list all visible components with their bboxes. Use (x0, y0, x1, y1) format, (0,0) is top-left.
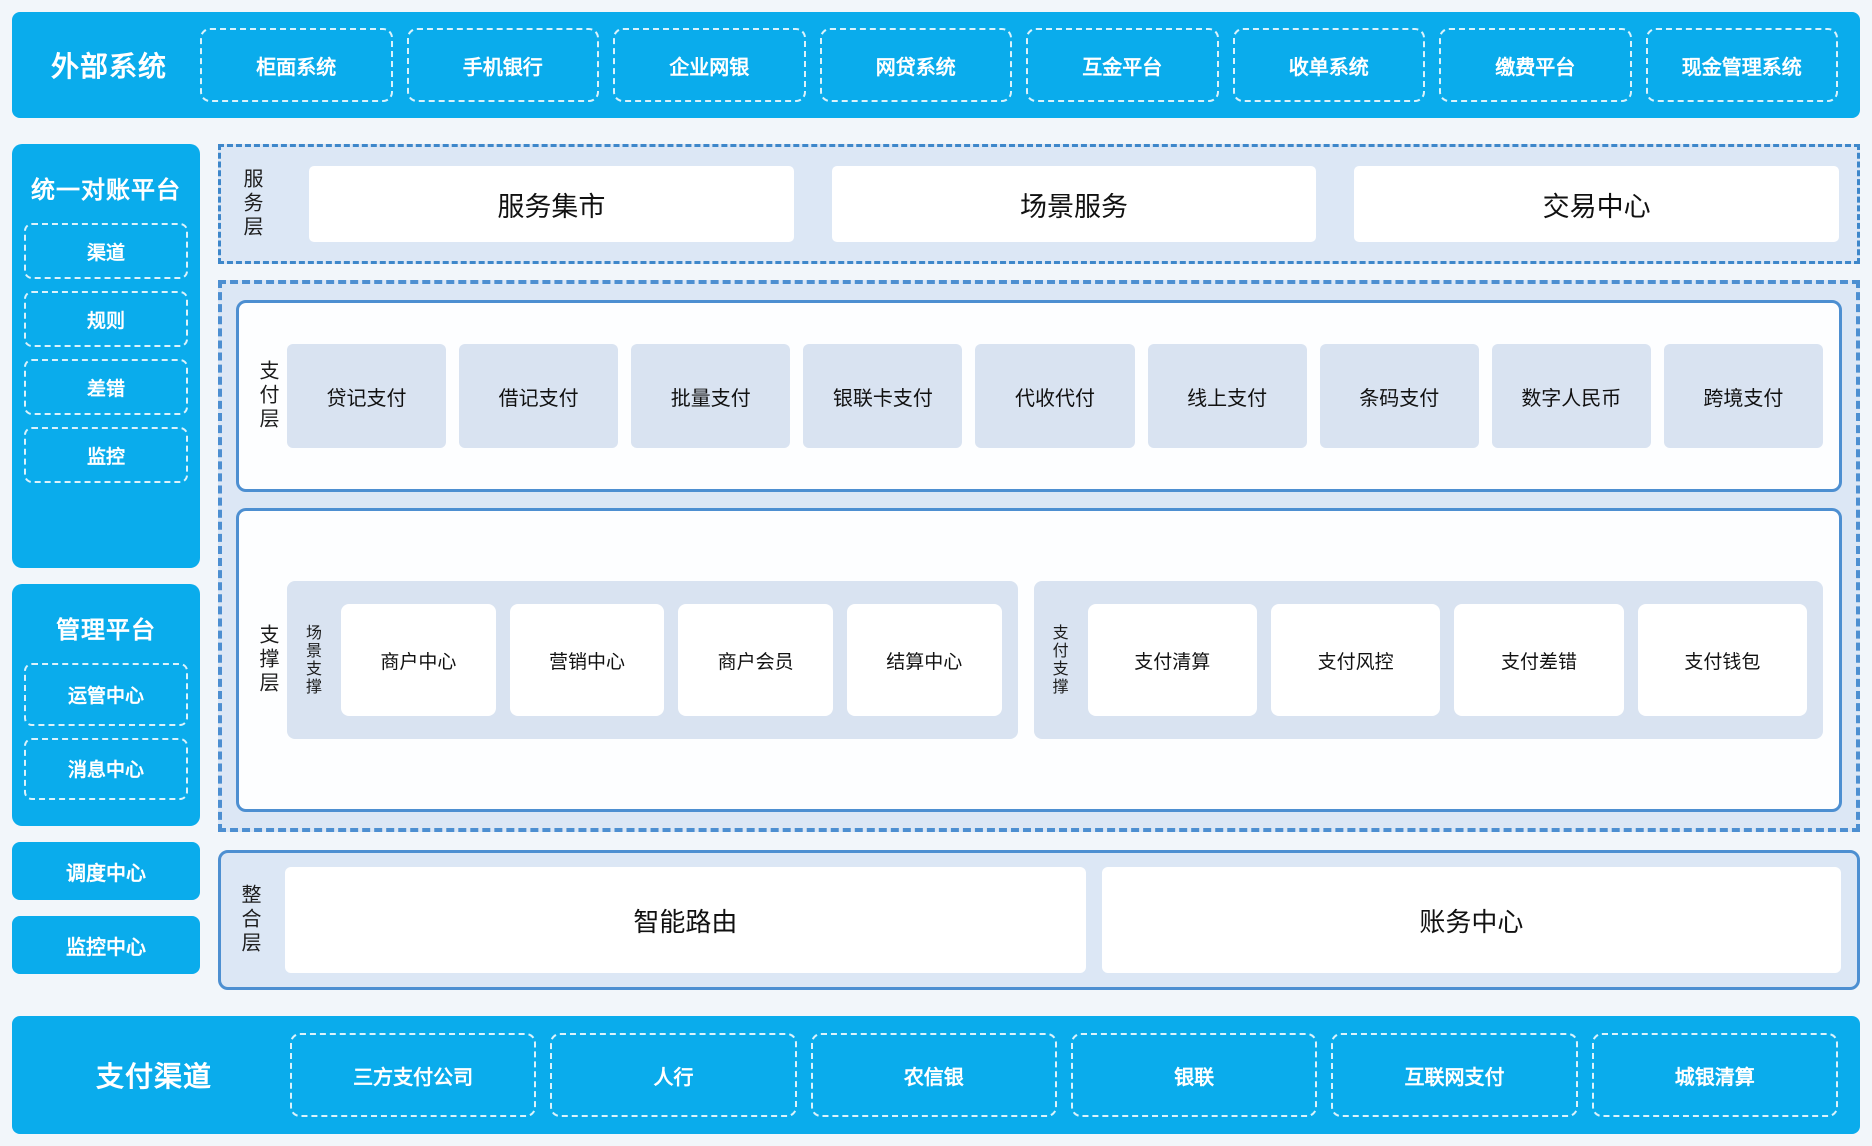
payment-support-group: 支付支撑 支付清算 支付风控 支付差错 支付钱包 (1033, 581, 1823, 739)
payment-channels-items: 三方支付公司 人行 农信银 银联 互联网支付 城银清算 (290, 1033, 1838, 1117)
support-layer-groups: 场景支撑 商户中心 营销中心 商户会员 结算中心 支付支撑 支付清算 支付风控 … (287, 527, 1823, 793)
support-layer: 支撑层 场景支撑 商户中心 营销中心 商户会员 结算中心 支付支撑 支付清算 (236, 508, 1842, 812)
node-acquiring-system: 收单系统 (1232, 28, 1425, 102)
payment-layer-items: 贷记支付 借记支付 批量支付 银联卡支付 代收代付 线上支付 条码支付 数字人民… (287, 344, 1823, 448)
node-scenario-service: 场景服务 (831, 166, 1317, 242)
node-mobile-banking: 手机银行 (406, 28, 599, 102)
node-payment-error: 支付差错 (1454, 604, 1624, 716)
node-collection-agency-payment: 代收代付 (975, 344, 1135, 448)
node-city-bank-clearing: 城银清算 (1591, 1033, 1838, 1117)
node-channel: 渠道 (24, 223, 188, 279)
node-pboc: 人行 (550, 1033, 797, 1117)
node-service-market: 服务集市 (309, 166, 794, 242)
node-fee-payment-platform: 缴费平台 (1439, 28, 1632, 102)
scenario-support-group: 场景支撑 商户中心 营销中心 商户会员 结算中心 (287, 581, 1018, 739)
external-systems-bar: 外部系统 柜面系统 手机银行 企业网银 网贷系统 互金平台 收单系统 缴费平台 … (12, 12, 1860, 118)
layered-architecture: 服务层 服务集市 场景服务 交易中心 支付层 贷记支付 借记支付 批量支付 银联… (218, 144, 1860, 990)
node-dispatch-center: 调度中心 (12, 842, 200, 900)
integration-layer-label: 整合层 (238, 884, 260, 956)
node-monitor-center: 监控中心 (12, 916, 200, 974)
integration-layer: 整合层 智能路由 账务中心 (218, 850, 1860, 990)
node-counter-system: 柜面系统 (200, 28, 393, 102)
support-layer-label: 支撑层 (256, 624, 278, 696)
service-layer: 服务层 服务集市 场景服务 交易中心 (218, 144, 1860, 264)
node-merchant-member: 商户会员 (678, 604, 833, 716)
node-rules: 规则 (24, 291, 188, 347)
diagram-body: 统一对账平台 渠道 规则 差错 监控 管理平台 运管中心 消息中心 调度中心 监… (12, 144, 1860, 990)
node-online-loan-system: 网贷系统 (819, 28, 1012, 102)
node-unionpay-card-payment: 银联卡支付 (803, 344, 963, 448)
node-marketing-center: 营销中心 (509, 604, 665, 716)
node-cash-management-system: 现金管理系统 (1645, 28, 1838, 102)
service-layer-label: 服务层 (240, 168, 262, 240)
node-accounting-center: 账务中心 (1101, 867, 1841, 973)
node-rural-credit-bank: 农信银 (810, 1033, 1057, 1117)
node-payment-risk-control: 支付风控 (1270, 604, 1441, 716)
node-internet-finance-platform: 互金平台 (1026, 28, 1219, 102)
node-operation-center: 运管中心 (24, 663, 188, 726)
node-unionpay: 银联 (1070, 1033, 1318, 1117)
node-third-party-payment-company: 三方支付公司 (290, 1033, 537, 1117)
node-online-payment: 线上支付 (1147, 344, 1307, 448)
payment-support-label: 支付支撑 (1049, 624, 1067, 696)
node-digital-rmb: 数字人民币 (1491, 344, 1651, 448)
node-credit-payment: 贷记支付 (287, 344, 447, 448)
external-systems-items: 柜面系统 手机银行 企业网银 网贷系统 互金平台 收单系统 缴费平台 现金管理系… (200, 28, 1838, 102)
payment-layer: 支付层 贷记支付 借记支付 批量支付 银联卡支付 代收代付 线上支付 条码支付 … (236, 300, 1842, 492)
left-sidebar: 统一对账平台 渠道 规则 差错 监控 管理平台 运管中心 消息中心 调度中心 监… (12, 144, 200, 990)
node-monitoring: 监控 (24, 427, 188, 483)
payment-support-container: 支付层 贷记支付 借记支付 批量支付 银联卡支付 代收代付 线上支付 条码支付 … (218, 280, 1860, 832)
node-corporate-ebank: 企业网银 (613, 28, 806, 102)
scenario-support-label: 场景支撑 (303, 624, 320, 696)
node-cross-border-payment: 跨境支付 (1663, 344, 1823, 448)
node-payment-clearing: 支付清算 (1087, 604, 1257, 716)
payment-channels-title: 支付渠道 (95, 1061, 212, 1092)
node-message-center: 消息中心 (24, 737, 188, 800)
node-internet-payment: 互联网支付 (1331, 1033, 1578, 1117)
node-error-handling: 差错 (24, 359, 188, 415)
node-smart-routing: 智能路由 (285, 867, 1086, 973)
node-debit-payment: 借记支付 (459, 344, 619, 448)
management-platform-block: 管理平台 运管中心 消息中心 (12, 584, 200, 826)
node-barcode-payment: 条码支付 (1319, 344, 1479, 448)
payment-channels-bar: 支付渠道 三方支付公司 人行 农信银 银联 互联网支付 城银清算 (12, 1016, 1860, 1134)
node-batch-payment: 批量支付 (631, 344, 791, 448)
external-systems-title: 外部系统 (50, 51, 167, 82)
node-merchant-center: 商户中心 (341, 604, 496, 716)
node-transaction-center: 交易中心 (1354, 166, 1840, 242)
node-payment-wallet: 支付钱包 (1637, 604, 1807, 716)
payment-layer-label: 支付层 (256, 360, 278, 432)
reconciliation-platform-title: 统一对账平台 (31, 177, 181, 204)
node-settlement-center: 结算中心 (846, 604, 1002, 716)
management-platform-title: 管理平台 (56, 617, 156, 644)
reconciliation-platform-block: 统一对账平台 渠道 规则 差错 监控 (12, 144, 200, 568)
